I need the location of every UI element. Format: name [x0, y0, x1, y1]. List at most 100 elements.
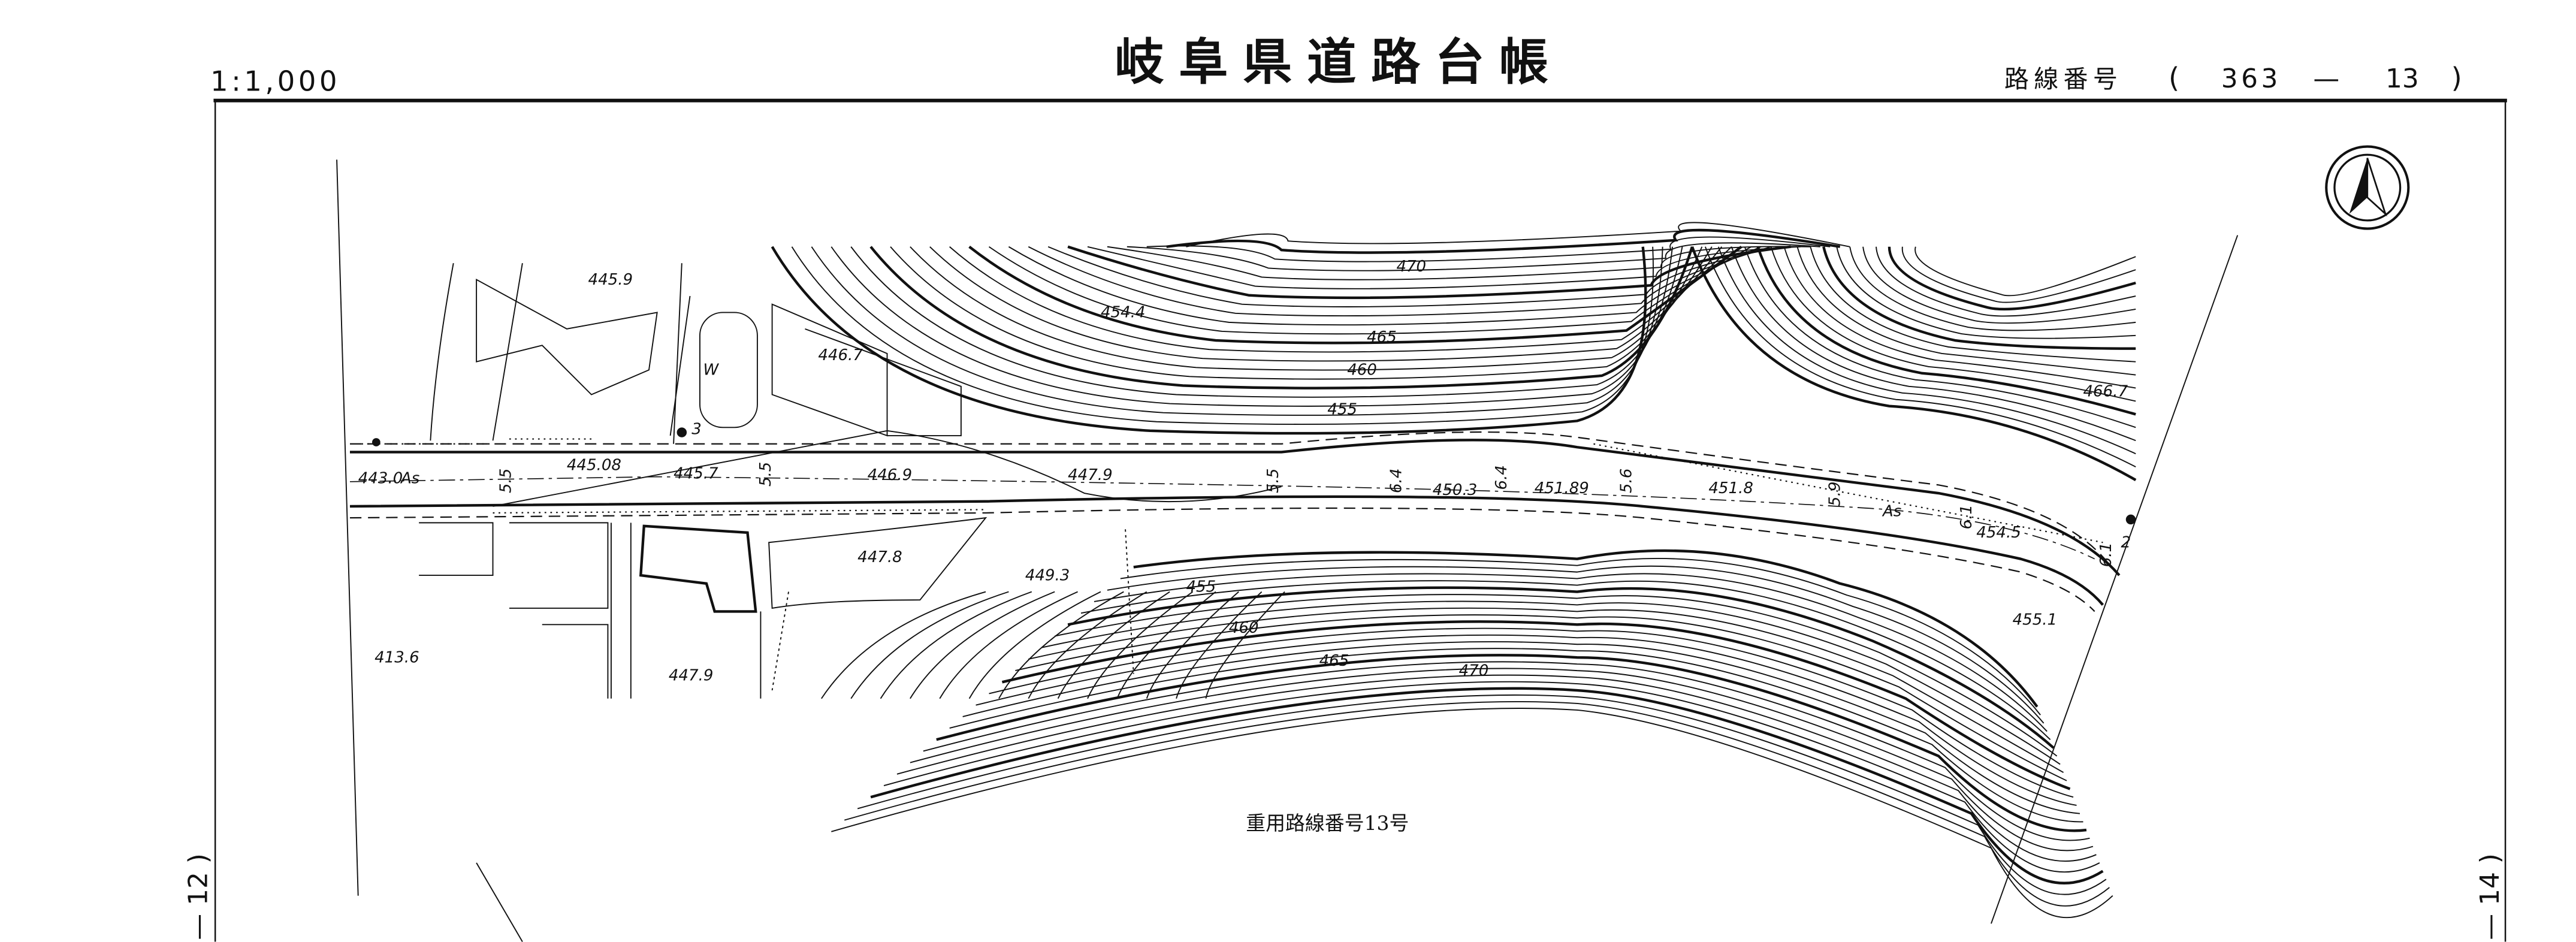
contour-line [850, 591, 1009, 699]
contour-line [1054, 594, 2058, 757]
pond-marker: W [703, 361, 719, 379]
contour-line [1810, 246, 2136, 363]
contour-line [1205, 591, 1285, 699]
pavement-label: As [1882, 502, 1902, 520]
elevation-labels-north: 445.9 446.7 454.4 470 465 460 455 466.7 [588, 258, 2128, 419]
contour-line [939, 591, 1078, 699]
contour-line [1057, 591, 1170, 699]
contour-line [1107, 246, 1811, 280]
map-boundary-left [336, 159, 359, 896]
contour-line [869, 246, 1694, 390]
contour-label: 470 [1396, 258, 1426, 276]
contour-label: 455 [1186, 578, 1216, 596]
contour-line [811, 246, 1663, 416]
elevation-label: 455.1 [2013, 611, 2058, 629]
survey-point-icon [2125, 514, 2136, 525]
contour-line [1731, 246, 2136, 442]
contour-line [1849, 246, 2136, 331]
contour-line [1836, 246, 2136, 339]
road-elevation: 451.8 [1708, 479, 1753, 497]
elevation-labels-south: 447.8 449.3 455 460 465 470 455.1 413.6 … [375, 548, 2057, 684]
contour-lines [771, 222, 2137, 918]
contour-line [880, 591, 1032, 699]
contour-line [1770, 246, 2136, 402]
elevation-label: 445.9 [588, 271, 633, 289]
elevation-label: 466.7 [2083, 382, 2128, 400]
elevation-label: 454.4 [1101, 304, 1146, 322]
contour-line [1116, 591, 1216, 699]
contour-line [1186, 222, 1850, 247]
contour-label: 465 [1367, 328, 1397, 346]
map-boundary-right [1991, 235, 2239, 924]
contour-line [1008, 246, 1762, 326]
contour-line [1796, 246, 2136, 376]
contour-label: 460 [1229, 619, 1259, 637]
contour-line [1080, 580, 2051, 740]
boundary-stub [476, 862, 523, 942]
elevation-label: 449.3 [1025, 566, 1070, 584]
contour-line [1166, 228, 1841, 254]
contour-line [968, 591, 1101, 699]
contour-line [1862, 246, 2136, 324]
frame-side-borders [214, 100, 2506, 942]
route-note: 重用路線番号13号 [1246, 811, 1409, 835]
contour-line [850, 246, 1683, 398]
contour-line [910, 246, 1713, 371]
contour-line [771, 246, 1647, 435]
contour-line [1914, 246, 2136, 297]
road-elevation: 450.3 [1433, 481, 1478, 499]
contour-line [890, 246, 1703, 380]
contour-line [1876, 246, 2136, 317]
contour-line [1120, 558, 2041, 715]
contour-line [1690, 246, 2137, 481]
route-number-value: 363 [2221, 64, 2281, 94]
elevation-label: 447.8 [857, 548, 902, 566]
pavement-label: As [400, 470, 420, 488]
adjacent-sheet-left: — 12 ) [183, 853, 213, 940]
contour-line [1704, 246, 2136, 467]
survey-point-icon [372, 438, 380, 446]
contour-line [910, 591, 1055, 699]
contour-line [1127, 242, 1820, 271]
buildings [419, 263, 1134, 699]
contour-line [1087, 591, 1194, 699]
contour-label: 465 [1319, 652, 1349, 670]
contour-line [1067, 245, 1791, 300]
elevation-label: 447.9 [669, 667, 714, 685]
elevation-label: 413.6 [375, 648, 419, 666]
adjacent-sheet-right: — 14 ) [2475, 853, 2505, 940]
contour-line [1901, 246, 2136, 303]
road-elevation: 445.08 [567, 457, 621, 475]
contour-line [1783, 246, 2136, 389]
contour-line [1028, 246, 1771, 317]
contour-line [1094, 573, 2047, 732]
contour-line [949, 648, 2083, 823]
route-label: 路線番号 [2004, 65, 2122, 93]
road-elevation: 447.9 [1068, 466, 1113, 484]
contour-line [896, 674, 2097, 862]
contour-line [844, 701, 2110, 907]
road-width: 5.9 [1826, 482, 1844, 506]
contour-line [831, 246, 1674, 407]
route-close-paren: ) [2451, 62, 2462, 94]
route-open-paren: ( [2169, 62, 2179, 94]
route-number: 路線番号 ( 363 — 13 ) [2004, 62, 2462, 94]
contour-label: 455 [1327, 400, 1357, 418]
survey-point-icon [677, 427, 687, 437]
contour-line [988, 246, 1752, 335]
road-width: 6.4 [1493, 465, 1511, 490]
contour-line [989, 627, 2074, 798]
road-elevation: 446.9 [868, 466, 913, 484]
contour-line [929, 246, 1723, 362]
road-width: 5.5 [1264, 469, 1282, 493]
contour-line [998, 591, 1124, 699]
road-elevation: 445.7 [674, 464, 718, 482]
contour-line [976, 634, 2077, 806]
contour-line [1176, 591, 1263, 699]
contour-line [1028, 607, 2064, 773]
scale-label: 1:1,000 [210, 65, 340, 97]
contour-line [1146, 591, 1239, 699]
contour-label: 470 [1459, 662, 1489, 680]
contour-line [1822, 246, 2136, 350]
